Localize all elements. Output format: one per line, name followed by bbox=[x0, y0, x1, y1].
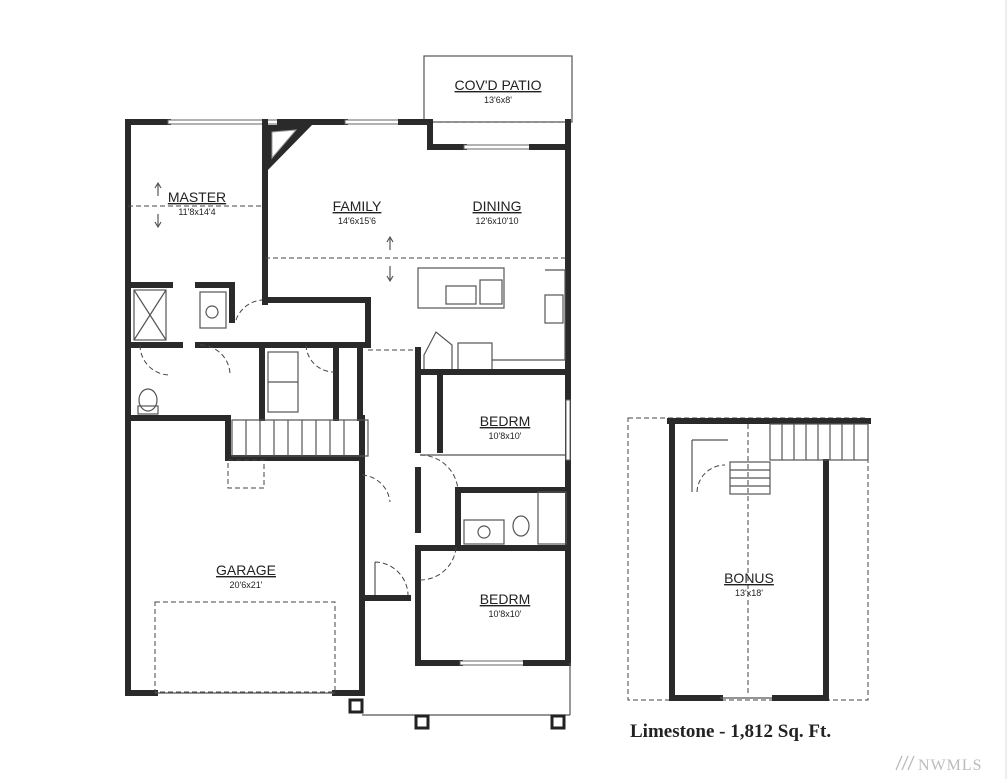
patio-label: COV'D PATIO bbox=[455, 77, 542, 93]
window bbox=[459, 660, 527, 666]
garage-door bbox=[154, 601, 336, 693]
window bbox=[565, 399, 571, 461]
porch-post bbox=[414, 714, 430, 730]
master-label: MASTER bbox=[168, 189, 226, 205]
garage-label: GARAGE bbox=[216, 562, 276, 578]
toilet bbox=[138, 388, 158, 412]
stairs bbox=[231, 419, 369, 457]
porch-post bbox=[348, 698, 364, 714]
family-label: FAMILY bbox=[333, 198, 382, 214]
garage-size: 20'6x21' bbox=[230, 580, 263, 590]
nwmls-watermark: NWMLS bbox=[895, 755, 983, 774]
shower bbox=[133, 289, 167, 341]
main-floor-walls bbox=[125, 55, 573, 730]
bonus-label: BONUS bbox=[724, 570, 774, 586]
family-size: 14'6x15'6 bbox=[338, 216, 376, 226]
porch-post bbox=[550, 714, 566, 730]
kitchen-island bbox=[417, 267, 505, 309]
fridge bbox=[457, 342, 493, 372]
plan-title: Limestone - 1,812 Sq. Ft. bbox=[630, 721, 831, 742]
bonus-stairs bbox=[729, 423, 869, 495]
bedroom-2-size: 10'8x10' bbox=[489, 609, 522, 619]
nwmls-logo-icon bbox=[895, 755, 915, 771]
range bbox=[544, 294, 564, 324]
bonus-floor-walls bbox=[627, 417, 871, 701]
bedroom-1-label: BEDRM bbox=[480, 413, 531, 429]
bedroom-2-label: BEDRM bbox=[480, 591, 531, 607]
direction-arrows bbox=[154, 181, 394, 283]
toilet bbox=[512, 515, 530, 537]
dining-size: 12'6x10'10 bbox=[476, 216, 519, 226]
bedroom-1-size: 10'8x10' bbox=[489, 431, 522, 441]
patio-size: 13'6x8' bbox=[484, 95, 512, 105]
watermark-text: NWMLS bbox=[918, 757, 983, 774]
bonus-size: 13'x18' bbox=[735, 588, 763, 598]
bathtub bbox=[537, 491, 567, 545]
sink bbox=[199, 291, 227, 329]
room-labels: COV'D PATIO 13'6x8' MASTER 11'8x14'4 FAM… bbox=[168, 77, 774, 619]
window bbox=[463, 144, 533, 150]
window bbox=[344, 119, 402, 125]
dining-label: DINING bbox=[473, 198, 522, 214]
master-size: 11'8x14'4 bbox=[178, 207, 215, 217]
